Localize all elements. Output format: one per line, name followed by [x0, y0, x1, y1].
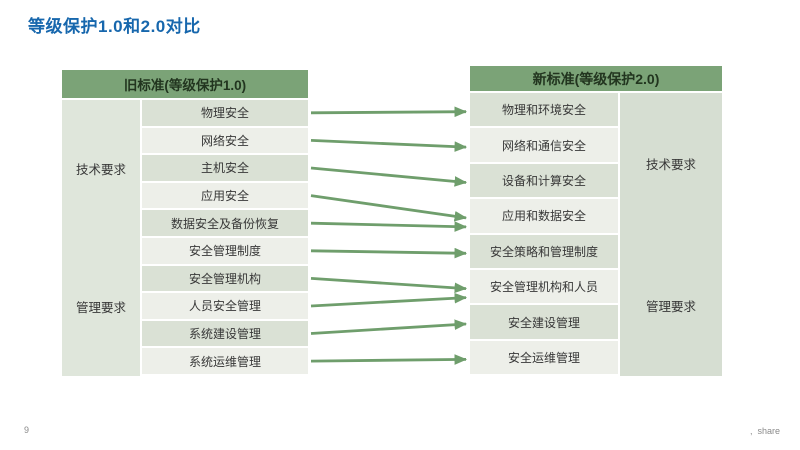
mapping-arrow	[310, 292, 468, 308]
new-item-row: 网络和通信安全	[470, 128, 618, 162]
new-category-technical: 技术要求	[620, 93, 722, 235]
old-item-row: 系统运维管理	[142, 348, 308, 374]
page-number: 9	[24, 425, 30, 435]
mapping-arrow	[310, 106, 468, 118]
new-item-row: 安全建设管理	[470, 305, 618, 339]
watermark-mark: ,	[749, 426, 753, 436]
old-item-row: 安全管理机构	[142, 265, 308, 292]
new-technical-group: 物理和环境安全网络和通信安全设备和计算安全应用和数据安全 技术要求	[470, 93, 722, 235]
mapping-arrow	[310, 139, 468, 152]
mapping-arrow	[310, 194, 468, 222]
old-category-technical: 技术要求	[62, 100, 140, 238]
new-item-row: 设备和计算安全	[470, 163, 618, 198]
new-item-row: 安全策略和管理制度	[470, 234, 618, 268]
old-item-row: 物理安全	[142, 100, 308, 126]
old-item-row: 安全管理制度	[142, 237, 308, 264]
mapping-arrow	[310, 319, 468, 335]
old-technical-items: 物理安全网络安全主机安全应用安全数据安全及备份恢复	[142, 100, 308, 238]
new-table-header: 新标准(等级保护2.0)	[470, 66, 722, 91]
new-item-row: 应用和数据安全	[470, 199, 618, 233]
old-standard-table: 旧标准(等级保护1.0) 技术要求 物理安全网络安全主机安全应用安全数据安全及备…	[62, 70, 308, 376]
new-item-row: 安全管理机构和人员	[470, 269, 618, 304]
old-item-row: 人员安全管理	[142, 293, 308, 319]
new-management-group: 安全策略和管理制度安全管理机构和人员安全建设管理安全运维管理 管理要求	[470, 234, 722, 377]
old-item-row: 数据安全及备份恢复	[142, 210, 308, 236]
new-item-row: 物理和环境安全	[470, 93, 618, 127]
mapping-arrow	[310, 277, 468, 294]
old-item-row: 系统建设管理	[142, 320, 308, 347]
old-item-row: 网络安全	[142, 127, 308, 154]
old-management-group: 管理要求 安全管理制度安全管理机构人员安全管理系统建设管理系统运维管理	[62, 237, 308, 376]
mapping-arrow	[310, 221, 468, 232]
old-category-management: 管理要求	[62, 237, 140, 376]
old-item-row: 主机安全	[142, 155, 308, 181]
new-technical-items: 物理和环境安全网络和通信安全设备和计算安全应用和数据安全	[470, 93, 618, 235]
old-table-header: 旧标准(等级保护1.0)	[62, 70, 308, 98]
slide-title: 等级保护1.0和2.0对比	[28, 17, 201, 36]
mapping-arrow	[310, 354, 468, 365]
watermark-label: share	[757, 426, 780, 436]
old-technical-group: 技术要求 物理安全网络安全主机安全应用安全数据安全及备份恢复	[62, 100, 308, 238]
new-item-row: 安全运维管理	[470, 340, 618, 375]
old-item-row: 应用安全	[142, 182, 308, 209]
new-management-items: 安全策略和管理制度安全管理机构和人员安全建设管理安全运维管理	[470, 234, 618, 377]
share-watermark[interactable]: , share	[750, 426, 780, 436]
mapping-arrow	[310, 166, 468, 187]
old-management-items: 安全管理制度安全管理机构人员安全管理系统建设管理系统运维管理	[142, 237, 308, 376]
new-standard-table: 新标准(等级保护2.0) 物理和环境安全网络和通信安全设备和计算安全应用和数据安…	[470, 66, 722, 377]
mapping-arrow	[310, 247, 468, 259]
new-category-management: 管理要求	[620, 234, 722, 377]
